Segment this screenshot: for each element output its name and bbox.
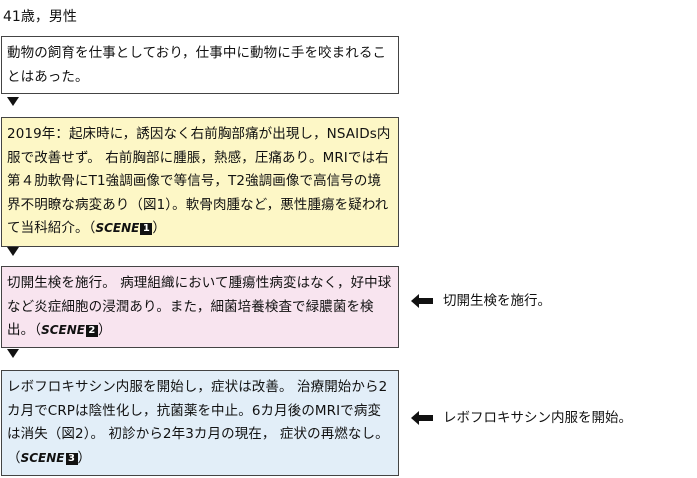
treatment-text: レボフロキサシン内服を開始し，症状は改善。 治療開始から2カ月でCRPは陰性化し… — [7, 379, 389, 466]
left-arrow-icon — [411, 294, 433, 308]
history-box: 動物の飼育を仕事としており，仕事中に動物に手を咬まれることはあった。 — [1, 36, 399, 94]
treatment-side-label: レボフロキサシン内服を開始。 — [443, 410, 632, 426]
scene-number-badge: 2 — [85, 325, 98, 337]
scene-label: SCENE — [41, 323, 85, 337]
biopsy-side-label: 切開生検を施行。 — [443, 293, 551, 309]
left-arrow-icon — [411, 411, 433, 425]
flow-down-triangle-icon — [7, 247, 19, 256]
treatment-box: レボフロキサシン内服を開始し，症状は改善。 治療開始から2カ月でCRPは陰性化し… — [1, 370, 399, 476]
scene-number-badge: 1 — [140, 223, 153, 235]
presentation-text: 2019年：起床時に，誘因なく右前胸部痛が出現し，NSAIDs内服で改善せず。 … — [7, 126, 391, 236]
scene-label: SCENE — [20, 450, 65, 465]
scene-number-badge: 3 — [65, 452, 78, 465]
case-heading: 41歳，男性 — [3, 9, 77, 25]
flow-down-triangle-icon — [7, 349, 19, 358]
flow-down-triangle-icon — [7, 97, 19, 106]
scene-label: SCENE — [95, 221, 140, 235]
presentation-box: 2019年：起床時に，誘因なく右前胸部痛が出現し，NSAIDs内服で改善せず。 … — [1, 117, 399, 247]
biopsy-box: 切開生検を施行。 病理組織において腫瘍性病変はなく，好中球など炎症細胞の浸潤あり… — [1, 266, 399, 348]
biopsy-text: 切開生検を施行。 病理組織において腫瘍性病変はなく，好中球など炎症細胞の浸潤あり… — [7, 275, 392, 338]
history-text: 動物の飼育を仕事としており，仕事中に動物に手を咬まれることはあった。 — [7, 45, 387, 85]
